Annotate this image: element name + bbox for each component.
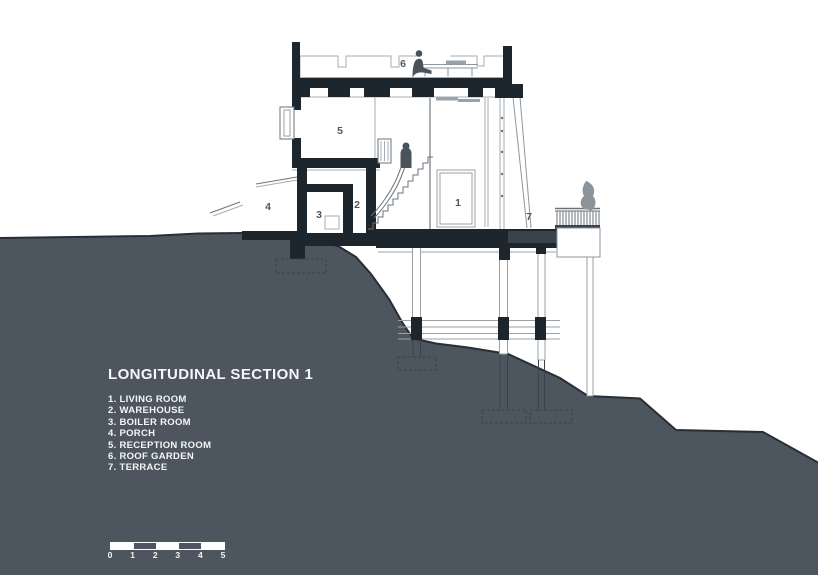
terrace-deck [508,231,557,243]
footing-dashed [481,409,527,424]
tie-beams [378,251,560,340]
column [586,256,594,397]
roof-joist [468,88,483,97]
room-label-roof-garden: 6 [400,58,406,70]
footing-dashed [397,356,437,371]
right-parapet-step [495,84,523,98]
landing-radiator [377,138,392,164]
roof-joist [412,88,434,97]
living-room-frame [436,169,476,228]
left-wall-upper [292,88,301,110]
roof-slab [294,78,512,88]
legend-item: 5. RECEPTION ROOM [108,439,212,451]
scale-tick: 0 [107,550,113,560]
plant-silhouette [580,181,596,211]
interior-wall [366,168,376,235]
room-label-reception-room: 5 [337,125,343,137]
column [537,251,546,361]
glazing-dots [500,116,504,198]
scale-segment [111,543,134,549]
lower-slab-left [297,233,376,246]
ceiling-light [436,97,480,102]
terrace-planter-block [556,227,601,258]
room-label-living-room: 1 [455,197,461,209]
drawing-title: LONGITUDINAL SECTION 1 [108,366,314,383]
footing-dashed [275,258,327,274]
legend-item: 3. BOILER ROOM [108,416,191,428]
scale-tick: 5 [220,550,226,560]
porch-canopy [255,176,298,185]
entry-handrail [209,201,241,214]
footing-dashed [529,409,573,424]
interior-wall [343,184,353,235]
porch-slab [242,231,303,240]
legend-item: 2. WAREHOUSE [108,405,185,417]
roof-joist [300,88,310,97]
beam-blocks [411,317,546,340]
scale-tick: 3 [175,550,181,560]
legend-item: 6. ROOF GARDEN [108,451,195,463]
building-section [279,42,601,260]
legend-item: 7. TERRACE [108,462,168,474]
scale-segment [201,543,224,549]
room-legend: 1. LIVING ROOM 2. WAREHOUSE 3. BOILER RO… [108,394,211,474]
scale-segment [179,543,202,549]
boiler-equipment [324,215,340,230]
scale-tick: 1 [130,550,135,560]
left-parapet [292,42,300,88]
room-label-terrace: 7 [526,211,532,223]
scale-tick: 2 [152,550,158,560]
slab-joist [536,246,546,254]
slab-joist [499,246,510,260]
boiler-ceiling-ledge [297,184,353,192]
roof-joist [328,88,350,97]
roof-chaise [420,60,478,77]
legend-item: 4. PORCH [108,428,156,440]
right-parapet [503,46,512,86]
person-standing-silhouette [400,142,412,168]
legend-item: 1. LIVING ROOM [108,394,187,405]
left-window [279,106,295,140]
slanted-glazing [512,96,532,229]
scale-segment [134,543,157,549]
terrace-railing [555,207,601,258]
left-wall-lower [297,168,307,233]
room-label-boiler-room: 3 [316,209,322,221]
room-label-porch: 4 [265,201,271,213]
scale-segment [156,543,179,549]
person-sitting-silhouette [412,50,432,78]
roof-joist [364,88,390,97]
scale-bar [110,542,225,550]
mid-floor-slab [292,158,380,168]
room-label-warehouse: 2 [354,199,360,211]
left-wall-upper [292,138,301,168]
roof-garden-outline [299,55,503,78]
scale-tick: 4 [198,550,203,560]
